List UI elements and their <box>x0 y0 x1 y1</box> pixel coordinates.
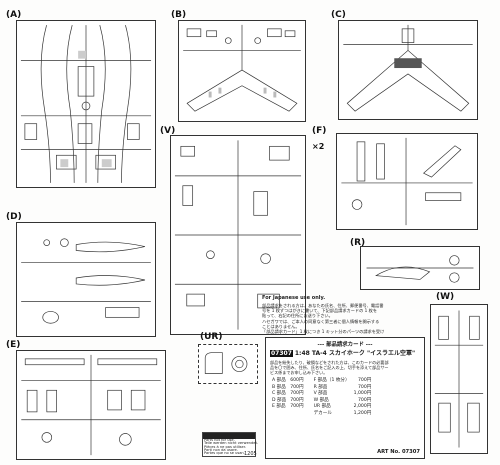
japanese-note-line: 貼って、右記の住所にお送り下さい。 <box>262 313 333 319</box>
sprue-v-drawing <box>174 140 302 330</box>
price-cell-left-part <box>270 411 288 418</box>
sprue-r-drawing <box>366 255 474 283</box>
sprue-label-c: (C) <box>331 10 346 20</box>
japanese-use-heading: For Japanese use only. <box>262 295 326 301</box>
price-cell-right-part: F 部品（1 枚分） <box>313 378 350 383</box>
price-cell-right-price: 2,000円 <box>353 404 372 410</box>
sprue-label-w: (W) <box>436 292 455 302</box>
price-cell-right-part: UR 部品 <box>313 404 331 410</box>
price-cell-left-part: D 部品 <box>272 397 287 403</box>
sprue-f-drawing <box>341 137 473 226</box>
japanese-use-note: 部品請求をされる方は、あなたの氏名、住所、郵便番号、電話番 号を 1 枚ずつはが… <box>262 303 384 334</box>
sprue-c <box>338 20 478 120</box>
unused-line: Parti non da usare. <box>204 447 238 452</box>
unused-parts-swatch <box>203 433 255 439</box>
body-line: 品を〇で囲み、住所、氏名をご記入の上、切手を添えて部品サー <box>270 365 389 370</box>
sprue-b <box>178 20 306 122</box>
sprue-r <box>360 246 480 290</box>
price-cell-right-price: 700円 <box>358 384 372 390</box>
parts-card-title: --- 部品請求カード --- <box>317 342 373 348</box>
sprue-label-f: (F) <box>312 126 327 136</box>
art-number: ART No. 07307 <box>377 449 420 455</box>
sprue-label-a: (A) <box>6 10 22 20</box>
price-cell-left-price: 700円 <box>290 384 304 390</box>
sprue-c-drawing <box>343 24 473 112</box>
price-cell-right-part: R 部品 <box>313 384 328 390</box>
sprue-w-drawing <box>434 310 484 448</box>
sprue-label-v: (V) <box>160 126 176 136</box>
price-cell-left-price: 600円 <box>290 378 304 383</box>
price-cell-left-price: 700円 <box>290 397 304 403</box>
unused-line: Teile werden nicht verwendet. <box>204 441 258 446</box>
unused-parts-legend <box>202 432 256 457</box>
price-row: B 部品 700円 R 部品 700円 <box>270 385 373 392</box>
sprue-d-drawing <box>21 238 151 324</box>
sprue-a-drawing <box>20 25 152 183</box>
kit-number: 07307 <box>270 350 293 357</box>
price-cell-right-price: 1,200円 <box>353 410 372 416</box>
sprue-e <box>16 350 166 460</box>
parts-card-body: 部品を紛失したり、破損などをされた方は、このカードの必要部 品を〇で囲み、住所、… <box>270 360 422 375</box>
unused-line: Parts not for use. <box>204 438 235 442</box>
price-cell-left-part: B 部品 <box>272 384 286 390</box>
japanese-note-line: ハセガワでは、ご本人の同意なく第三者に個人情報を開示する <box>262 318 380 324</box>
unused-parts-text: Parts not for use. Teile werden nicht ve… <box>204 438 258 456</box>
sprue-e-drawing <box>21 354 161 456</box>
sprue-d <box>16 222 156 337</box>
price-cell-left-price: 700円 <box>290 391 304 397</box>
multiplier-label: ×2 <box>312 142 325 151</box>
sprue-label-b: (B) <box>171 10 187 20</box>
sprue-label-r: (R) <box>350 238 366 248</box>
price-cell-right-part: W 部品 <box>313 397 329 403</box>
price-row: C 部品 700円 V 部品 1,000円 <box>270 391 373 398</box>
price-cell-right-part: V 部品 <box>313 391 328 397</box>
sprue-label-ur: (UR) <box>200 332 223 342</box>
price-row: A 部品 600円 F 部品（1 枚分） 700円 <box>270 378 373 385</box>
japanese-note-line: ことはありません。 <box>262 323 300 329</box>
price-cell-left-part: C 部品 <box>272 391 286 397</box>
price-cell-left-part: A 部品 <box>272 378 286 383</box>
price-cell-right-price: 700円 <box>358 378 372 383</box>
sprue-label-d: (D) <box>6 212 22 222</box>
body-line: 部品を紛失したり、破損などをされた方は、このカードの必要部 <box>270 360 389 365</box>
sprue-a <box>16 20 156 188</box>
japanese-note-line: 「部品請求カード」1 枚につき 1 キット分のパーツの請求を受け <box>262 329 385 335</box>
price-cell-right-part: デカール <box>313 410 332 416</box>
unused-line: Pièces à ne pas utiliser. <box>204 444 247 449</box>
price-row: デカール 1,200円 <box>270 411 373 418</box>
price-cell-left-price <box>288 411 305 418</box>
body-line: ビス係までお申し込み下さい。 <box>270 370 328 375</box>
japanese-note-line: 部品請求をされる方は、あなたの氏名、住所、郵便番号、電話番 <box>262 303 384 308</box>
sprue-v <box>170 135 306 335</box>
price-cell-left-price: 700円 <box>290 404 304 410</box>
kit-title: 1:48 TA-4 スカイホーク "イスラエル空軍" <box>294 350 416 357</box>
sheet-code: 1205 <box>244 451 257 457</box>
price-row: E 部品 700円 UR 部品 2,000円 <box>270 404 373 411</box>
sprue-ur <box>198 344 258 384</box>
price-cell-right-price: 1,000円 <box>353 391 372 397</box>
sprue-w <box>430 304 488 454</box>
unused-line: Partes que no se usan. <box>204 451 245 456</box>
sprue-ur-drawing <box>204 352 248 374</box>
sprue-f <box>336 133 478 230</box>
price-cell-right-price: 700円 <box>358 397 372 403</box>
sprue-label-e: (E) <box>6 340 21 350</box>
sprue-b-drawing <box>183 24 301 112</box>
japanese-note-line: 号を 1 枚ずつはがきに書いて、下記部品請求カードの 1 枚を <box>262 308 378 314</box>
price-cell-left-part: E 部品 <box>272 404 286 410</box>
